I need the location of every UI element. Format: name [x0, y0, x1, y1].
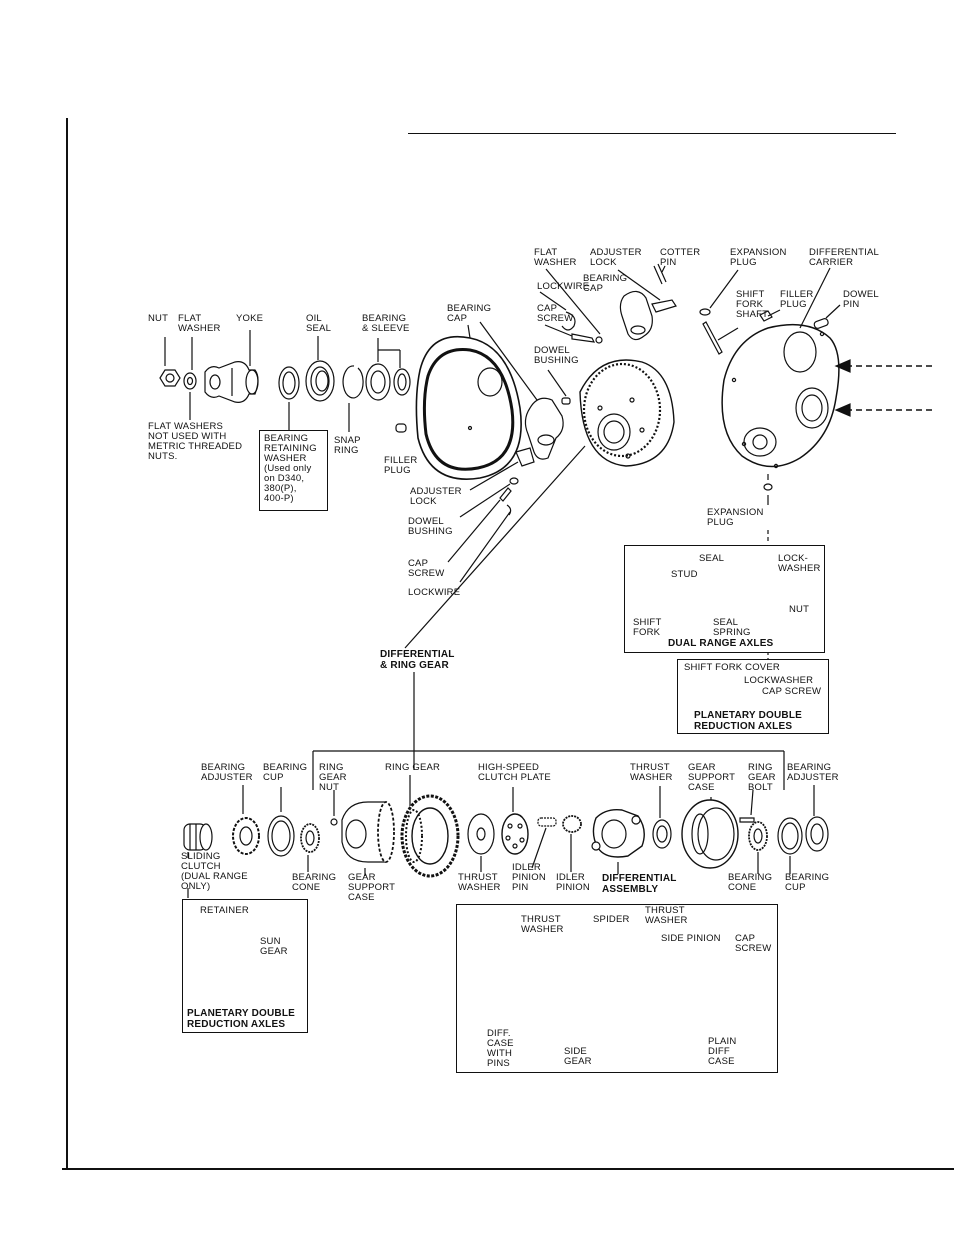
label-bearing-cup-right: BEARING CUP [785, 872, 830, 893]
label-filler-plug-right: FILLER PLUG [780, 289, 814, 310]
label-nut: NUT [148, 313, 169, 324]
bearing-cap-left-part [524, 397, 571, 460]
label-differential-ring-gear: DIFFERENTIAL & RING GEAR [380, 649, 455, 671]
label-cap-screw-lower: CAP SCREW [408, 558, 445, 579]
differential-assembly-part [591, 808, 645, 858]
label-oil-seal: OIL SEAL [306, 313, 332, 334]
label-dowel-pin: DOWEL PIN [843, 289, 879, 310]
nut-part [159, 369, 181, 387]
label-flat-washer: FLAT WASHER [178, 313, 221, 334]
label-high-speed-clutch-plate: HIGH-SPEED CLUTCH PLATE [478, 762, 551, 783]
label-flat-washer-top: FLAT WASHER [534, 247, 577, 268]
label-stud: STUD [671, 569, 698, 580]
planetary-sun-box-title: PLANETARY DOUBLE REDUCTION AXLES [187, 1008, 296, 1030]
yoke-part [204, 361, 259, 403]
label-bearing-sleeve: BEARING & SLEEVE [362, 313, 410, 334]
label-lockwire-upper: LOCKWIRE [537, 281, 590, 292]
label-bearing-cup-left: BEARING CUP [263, 762, 308, 783]
planetary-cover-box-title: PLANETARY DOUBLE REDUCTION AXLES [694, 710, 803, 732]
label-filler-plug-left: FILLER PLUG [384, 455, 418, 476]
bottom-rule [62, 1168, 954, 1170]
differential-carrier-part [721, 323, 840, 469]
label-lockwasher: LOCKWASHER [744, 675, 814, 686]
gear-support-case-right-part [681, 799, 739, 869]
label-dowel-bushing-upper: DOWEL BUSHING [534, 345, 579, 366]
label-differential-assembly: DIFFERENTIAL ASSEMBLY [602, 873, 677, 895]
label-ring-gear: RING GEAR [385, 762, 441, 773]
label-adjuster-lock-lower: ADJUSTER LOCK [410, 486, 462, 507]
label-bearing-adjuster-left: BEARING ADJUSTER [201, 762, 253, 783]
differential-assembly-box: THRUST WASHER SPIDER THRUST WASHER SIDE … [456, 904, 778, 1073]
bearing-sleeve-part [365, 363, 411, 401]
label-side-gear: SIDE GEAR [564, 1046, 592, 1067]
label-seal: SEAL [699, 553, 725, 564]
label-differential-carrier: DIFFERENTIAL CARRIER [809, 247, 879, 268]
bearing-adjuster-left-part [232, 817, 260, 855]
differential-ring-gear-part [579, 359, 675, 467]
label-flat-washers-note: FLAT WASHERS NOT USED WITH METRIC THREAD… [148, 421, 243, 462]
header-rule [408, 133, 896, 135]
label-diff-cap-screw: CAP SCREW [735, 933, 772, 954]
label-cap-screw-upper: CAP SCREW [537, 303, 574, 324]
label-gear-support-case-top: GEAR SUPPORT CASE [688, 762, 736, 793]
label-dual-nut: NUT [789, 604, 810, 615]
label-adjuster-lock-top: ADJUSTER LOCK [590, 247, 642, 268]
label-lockwire-lower: LOCKWIRE [408, 587, 461, 598]
label-seal-spring: SEAL SPRING [713, 617, 751, 638]
bearing-cap-top-part [619, 290, 653, 341]
label-shift-fork-cover: SHIFT FORK COVER [684, 662, 780, 673]
label-bearing-cone-left: BEARING CONE [292, 872, 337, 893]
label-bearing-cone-right: BEARING CONE [728, 872, 773, 893]
label-bearing-cap-left: BEARING CAP [447, 303, 492, 324]
label-idler-pinion-pin: IDLER PINION PIN [512, 862, 546, 893]
dual-range-axles-box: SEAL LOCK- WASHER STUD NUT SHIFT FORK SE… [624, 545, 825, 653]
gear-support-case-left-part [341, 801, 395, 863]
label-expansion-plug-top: EXPANSION PLUG [730, 247, 787, 268]
label-thrust-washer-top: THRUST WASHER [630, 762, 673, 783]
label-cotter-pin: COTTER PIN [660, 247, 701, 268]
label-gear-support-case-bottom: GEAR SUPPORT CASE [348, 872, 396, 903]
label-cover-cap-screw: CAP SCREW [762, 686, 822, 697]
planetary-cover-box: SHIFT FORK COVER LOCKWASHER CAP SCREW PL… [677, 659, 829, 734]
label-idler-pinion: IDLER PINION [556, 872, 590, 893]
ring-gear-part [400, 794, 460, 878]
label-sliding-clutch: SLIDING CLUTCH (DUAL RANGE ONLY) [181, 851, 248, 892]
label-diff-thrust-washer-left: THRUST WASHER [521, 914, 564, 935]
label-diff-case-with-pins: DIFF. CASE WITH PINS [487, 1028, 514, 1069]
label-shift-fork: SHIFT FORK [633, 617, 662, 638]
left-margin-rule [66, 118, 68, 1170]
label-bearing-cap-top: BEARING CAP [583, 273, 628, 294]
dual-range-box-title: DUAL RANGE AXLES [668, 638, 774, 649]
planetary-sun-box: RETAINER SUN GEAR PLANETARY DOUBLE REDUC… [182, 899, 308, 1033]
label-shift-fork-shaft: SHIFT FORK SHAFT [736, 289, 769, 320]
label-sun-gear: SUN GEAR [260, 936, 288, 957]
label-snap-ring: SNAP RING [334, 435, 361, 456]
label-ring-gear-bolt: RING GEAR BOLT [748, 762, 776, 793]
label-bearing-adjuster-right: BEARING ADJUSTER [787, 762, 839, 783]
label-expansion-plug-bottom: EXPANSION PLUG [707, 507, 764, 528]
flat-washer-part [183, 372, 197, 390]
bearing-adjuster-right-part [805, 816, 829, 852]
label-spider: SPIDER [593, 914, 630, 925]
label-dowel-bushing-lower: DOWEL BUSHING [408, 516, 453, 537]
label-thrust-washer-bottom: THRUST WASHER [458, 872, 501, 893]
label-yoke: YOKE [236, 313, 264, 324]
label-ring-gear-nut: RING GEAR NUT [319, 762, 347, 793]
sliding-clutch-part [183, 823, 213, 851]
label-side-pinion: SIDE PINION [661, 933, 721, 944]
high-speed-clutch-plate-part [501, 813, 529, 855]
bearing-retaining-washer-box: BEARING RETAINING WASHER (Used only on D… [259, 430, 328, 511]
label-bearing-retaining-washer: BEARING RETAINING WASHER (Used only on D… [264, 433, 317, 504]
oil-seal-part [305, 360, 335, 402]
label-diff-thrust-washer-right: THRUST WASHER [645, 905, 688, 926]
label-plain-diff-case: PLAIN DIFF CASE [708, 1036, 737, 1067]
carrier-cover-plate [415, 336, 522, 480]
label-retainer: RETAINER [200, 905, 249, 916]
label-lock-washer: LOCK- WASHER [778, 553, 821, 574]
